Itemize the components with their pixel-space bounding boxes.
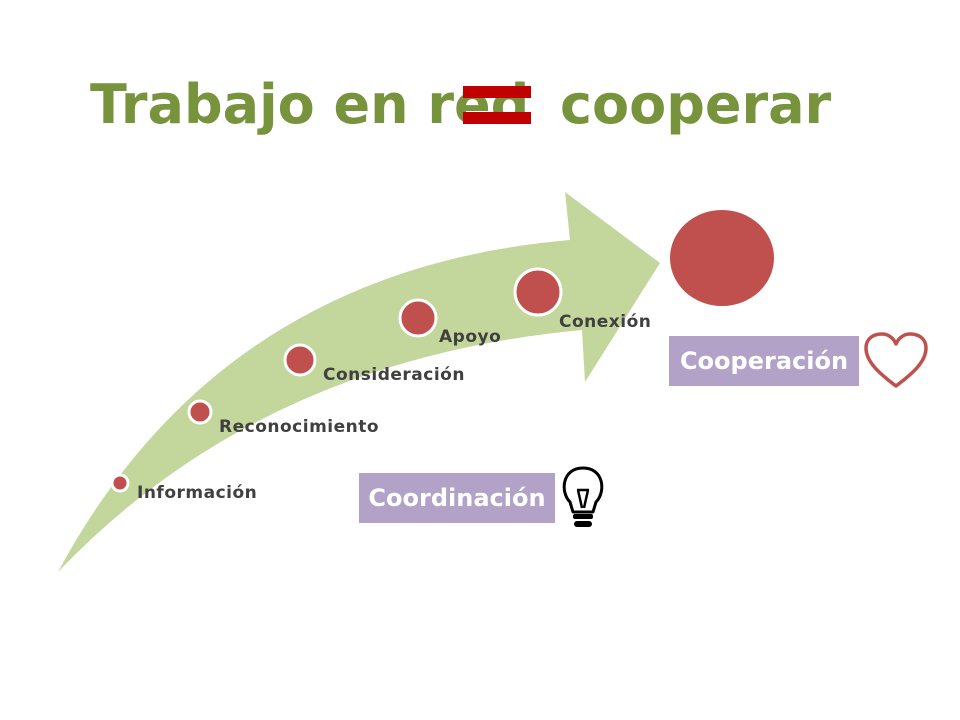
step-label-informacion: Información <box>137 483 257 503</box>
growth-arrow <box>58 192 660 572</box>
cooperation-box: Cooperación <box>669 336 859 386</box>
equals-icon <box>463 86 531 126</box>
step-dot-informacion <box>110 473 130 493</box>
title-trabajo-en-red: Trabajo en red <box>90 73 530 136</box>
heart-icon <box>864 332 928 388</box>
step-label-reconocimiento: Reconocimiento <box>219 417 379 437</box>
title-cooperar: cooperar <box>560 73 832 136</box>
equals-bar-top <box>463 86 531 98</box>
step-label-conexion: Conexión <box>559 312 651 332</box>
step-dot-apoyo <box>398 298 438 338</box>
step-dot-consideracion <box>283 343 317 377</box>
step-label-apoyo: Apoyo <box>439 327 501 347</box>
coordination-box: Coordinación <box>359 473 555 523</box>
step-label-consideracion: Consideración <box>323 365 465 385</box>
goal-circle <box>670 210 774 306</box>
step-dot-reconocimiento <box>187 399 213 425</box>
step-dot-conexion <box>513 267 563 317</box>
equals-bar-bottom <box>463 112 531 124</box>
lightbulb-icon <box>562 466 604 527</box>
